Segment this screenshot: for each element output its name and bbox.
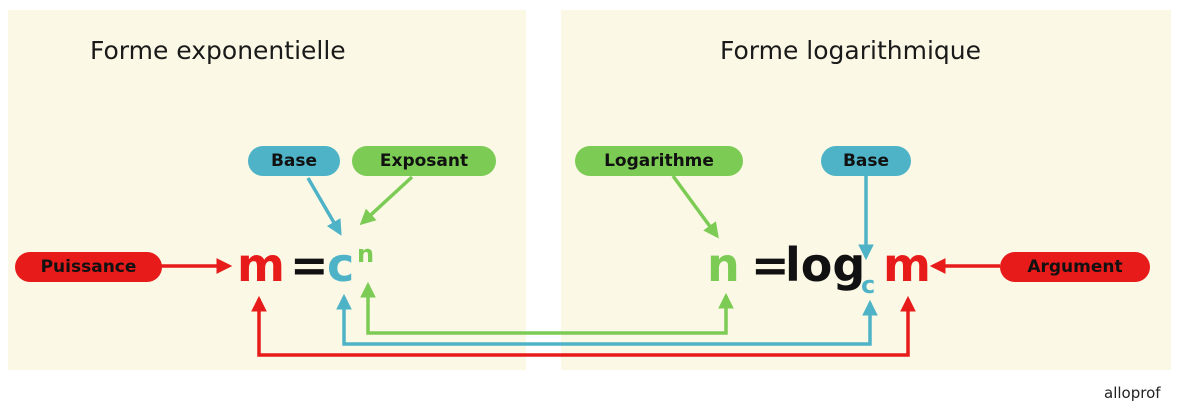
- base-to-base-connector: [336, 293, 878, 346]
- log-base-c: c: [861, 271, 876, 299]
- base-label: Base: [248, 146, 340, 176]
- base-label-right: Base: [821, 146, 911, 176]
- exp-base-c: c: [327, 238, 355, 292]
- base-pointer-arrow: [306, 177, 342, 236]
- exp-m: m: [237, 238, 285, 292]
- log-word: log: [785, 238, 866, 292]
- exposant-label: Exposant: [352, 146, 496, 176]
- exponent-to-logarithm-connector: [360, 281, 734, 335]
- logarithme-pointer-arrow: [671, 174, 719, 239]
- log-equals: =: [751, 238, 790, 292]
- exp-equals: =: [290, 238, 329, 292]
- logarithmic-form-title: Forme logarithmique: [720, 36, 981, 65]
- exponential-form-title: Forme exponentielle: [90, 36, 346, 65]
- argument-label: Argument: [1000, 252, 1150, 282]
- power-to-argument-connector: [251, 295, 916, 357]
- log-n: n: [707, 238, 740, 292]
- logarithme-label: Logarithme: [575, 146, 743, 176]
- exposant-pointer-arrow: [359, 175, 414, 226]
- log-argument-m: m: [883, 238, 931, 292]
- alloprof-logo: alloprof: [1104, 384, 1161, 402]
- puissance-label: Puissance: [15, 252, 162, 282]
- exp-exponent-n: n: [357, 240, 375, 268]
